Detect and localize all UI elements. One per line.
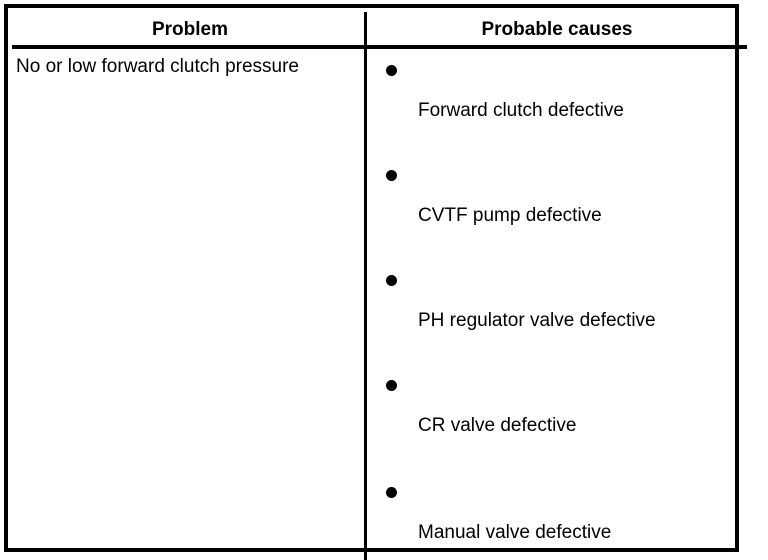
list-item: CVTF pump defective xyxy=(368,154,746,259)
bullet-dot-icon xyxy=(386,65,397,76)
problem-text: No or low forward clutch pressure xyxy=(16,56,299,77)
list-item: CR valve defective xyxy=(368,364,746,469)
cause-label: PH regulator valve defective xyxy=(418,310,656,331)
table-row-problem-cell: No or low forward clutch pressure xyxy=(16,53,360,81)
header-separator-rule xyxy=(12,45,747,49)
list-item: Forward clutch defective xyxy=(368,49,746,154)
diagnostic-table: Problem Probable causes No or low forwar… xyxy=(4,4,747,560)
column-divider-rule xyxy=(364,12,367,560)
cause-label: Forward clutch defective xyxy=(418,100,624,121)
cause-label: CR valve defective xyxy=(418,415,577,436)
bullet-dot-icon xyxy=(386,275,397,286)
list-item: PH regulator valve defective xyxy=(368,259,746,364)
list-item: Manual valve defective xyxy=(368,471,746,560)
bullet-dot-icon xyxy=(386,170,397,181)
column-header-problem: Problem xyxy=(151,19,229,40)
bullet-dot-icon xyxy=(386,380,397,391)
bullet-dot-icon xyxy=(386,487,397,498)
column-header-probable-causes: Probable causes xyxy=(481,19,633,40)
cause-label: CVTF pump defective xyxy=(418,205,602,226)
table-row-causes-cell: Forward clutch defective CVTF pump defec… xyxy=(368,49,746,560)
cause-label: Manual valve defective xyxy=(418,522,612,543)
